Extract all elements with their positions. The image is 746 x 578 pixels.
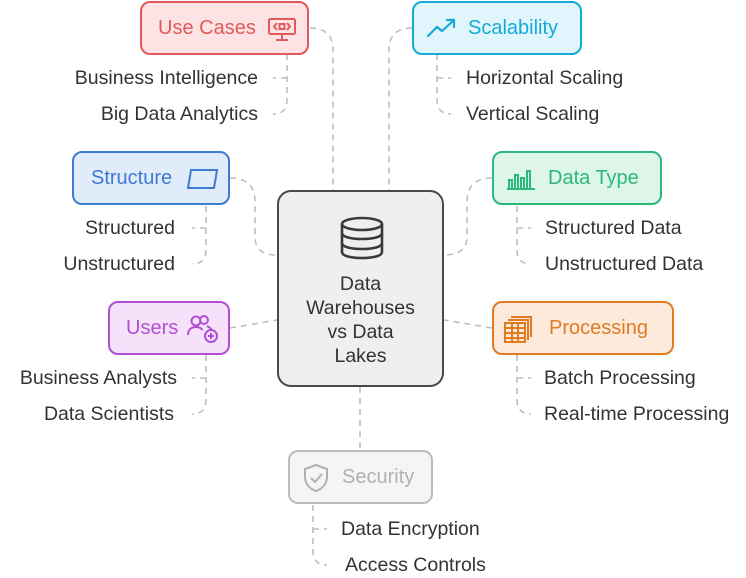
use-cases-item-1: Business Intelligence — [74, 67, 258, 89]
link-structure — [229, 177, 278, 256]
link-use-cases — [309, 27, 334, 190]
security-item-2: Access Controls — [345, 554, 486, 576]
branch-structure — [191, 206, 207, 265]
branch-users — [191, 355, 207, 415]
processing-item-2: Real-time Processing — [544, 403, 730, 425]
security-node[interactable]: Security — [288, 450, 433, 504]
table-icon — [504, 314, 534, 344]
structure-item-2: Unstructured — [63, 253, 175, 275]
trending-up-icon — [426, 16, 458, 40]
branch-security — [312, 505, 328, 566]
add-user-icon — [187, 314, 219, 344]
processing-label: Processing — [549, 316, 648, 339]
structure-label: Structure — [91, 166, 173, 189]
presentation-icon — [267, 16, 297, 42]
processing-item-1: Batch Processing — [544, 367, 696, 389]
data-type-label: Data Type — [548, 166, 639, 189]
shape-icon — [187, 168, 219, 190]
scalability-label: Scalability — [468, 16, 559, 39]
data-type-item-1: Structured Data — [545, 217, 682, 239]
structure-node[interactable]: Structure — [72, 151, 230, 205]
security-item-1: Data Encryption — [341, 518, 480, 540]
scalability-item-2: Vertical Scaling — [466, 103, 600, 125]
use-cases-item-2: Big Data Analytics — [100, 103, 258, 125]
scalability-node[interactable]: Scalability — [412, 1, 582, 55]
database-icon — [340, 216, 384, 260]
center-title: Data Warehouses vs Data Lakes — [306, 273, 415, 367]
link-processing — [443, 319, 493, 329]
link-data-type — [443, 177, 493, 256]
center-node[interactable]: Data Warehouses vs Data Lakes — [277, 190, 444, 387]
data-type-node[interactable]: Data Type — [492, 151, 662, 205]
branch-data-type — [516, 206, 532, 265]
processing-node[interactable]: Processing — [492, 301, 674, 355]
use-cases-label: Use Cases — [158, 16, 256, 39]
branch-scalability — [436, 54, 452, 115]
branch-processing — [516, 355, 532, 415]
data-type-item-2: Unstructured Data — [545, 253, 704, 275]
use-cases-node[interactable]: Use Cases — [140, 1, 309, 55]
security-label: Security — [342, 465, 415, 488]
users-item-1: Business Analysts — [19, 367, 177, 389]
branch-use-cases — [272, 54, 288, 115]
scalability-item-1: Horizontal Scaling — [466, 67, 624, 89]
users-label: Users — [126, 316, 179, 339]
bar-chart-icon — [506, 167, 536, 191]
shield-check-icon — [302, 463, 330, 493]
users-item-2: Data Scientists — [43, 403, 174, 425]
link-users — [229, 319, 278, 329]
users-node[interactable]: Users — [108, 301, 230, 355]
structure-item-1: Structured — [85, 217, 175, 239]
link-scalability — [388, 27, 413, 190]
